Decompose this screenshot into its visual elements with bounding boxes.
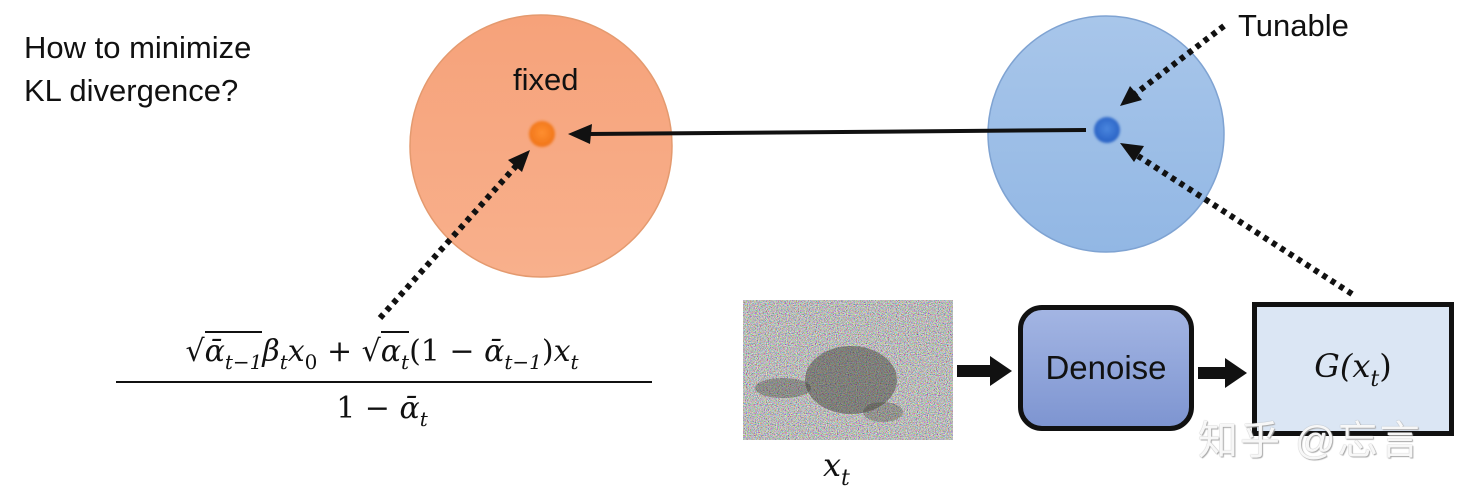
- tunable-distribution: [987, 15, 1225, 253]
- tunable-label: Tunable: [1238, 8, 1349, 43]
- dotted-arrow-tunable-icon: [1120, 23, 1226, 106]
- output-label: G(xt): [1314, 346, 1392, 392]
- denoise-label: Denoise: [1045, 349, 1167, 386]
- watermark: 知乎 @忘言: [1198, 419, 1422, 463]
- posterior-mean-formula: √ᾱt−1βtx0 + √αt(1 − ᾱt−1)xt 1 − ᾱt: [112, 325, 652, 443]
- formula-numerator: √ᾱt−1βtx0 + √αt(1 − ᾱt−1)xt: [112, 325, 652, 379]
- output-block: G(xt): [1252, 302, 1454, 436]
- fixed-point: [529, 121, 555, 147]
- dotted-arrow-output-icon: [1120, 143, 1354, 297]
- question-text: How to minimize KL divergence?: [24, 26, 251, 112]
- question-line-2: KL divergence?: [24, 73, 239, 108]
- denoise-block: Denoise: [1018, 305, 1194, 431]
- noisy-input-image: [743, 300, 953, 440]
- question-line-1: How to minimize: [24, 30, 252, 65]
- fixed-distribution: [409, 14, 673, 278]
- arrow-to-output-icon: [1198, 358, 1247, 388]
- input-label: xt: [823, 446, 850, 491]
- fixed-label: fixed: [513, 62, 579, 97]
- dotted-arrow-formula-icon: [377, 150, 530, 321]
- solid-arrow-icon: [568, 124, 1087, 144]
- arrow-to-denoise-icon: [957, 356, 1012, 386]
- fraction-bar: [116, 381, 652, 383]
- tunable-point: [1094, 117, 1120, 143]
- formula-denominator: 1 − ᾱt: [336, 391, 428, 431]
